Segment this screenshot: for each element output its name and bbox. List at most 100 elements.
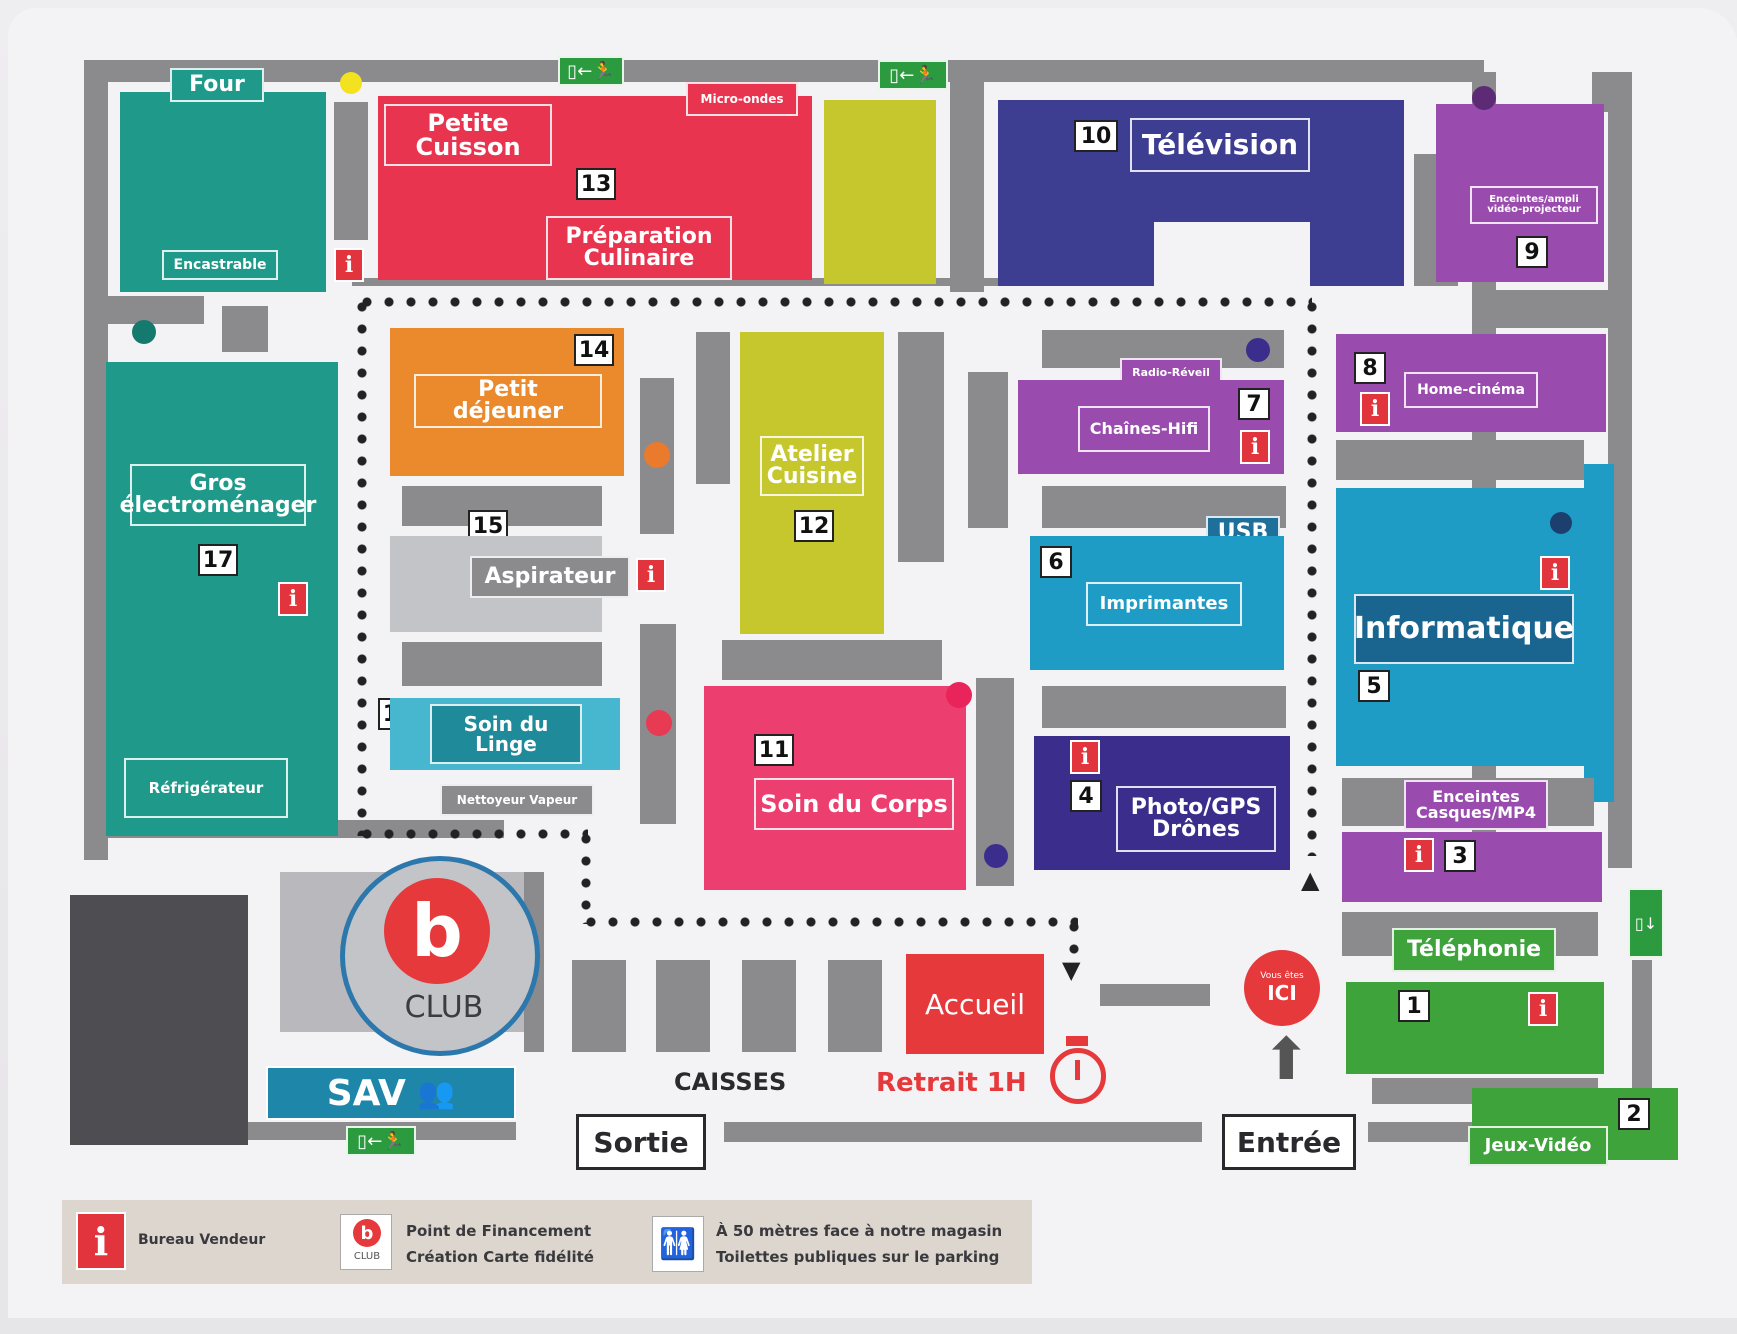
column-4 [898, 332, 944, 562]
dept-lime-top[interactable] [824, 100, 936, 284]
entree-sign[interactable]: Entrée [1222, 1114, 1356, 1170]
shelf-2 [402, 642, 602, 686]
info-icon: i [278, 582, 308, 616]
label-micro-ondes: Micro-ondes [686, 82, 798, 116]
wall-top [84, 60, 1484, 82]
legend-financement-2: Création Carte fidélité [406, 1248, 594, 1266]
legend-toilettes-1: À 50 mètres face à notre magasin [716, 1222, 1003, 1240]
number-8: 8 [1354, 352, 1386, 384]
label-preparation: Préparation Culinaire [546, 216, 732, 280]
dept-telephonie[interactable] [1346, 982, 1604, 1074]
ici-top: Vous êtes [1260, 971, 1304, 981]
info-icon: i [1404, 838, 1434, 872]
info-icon: i [1240, 430, 1270, 464]
route-bottom-left [356, 828, 588, 840]
stopwatch-top [1066, 1036, 1088, 1046]
label-four: Four [170, 68, 264, 102]
number-1: 1 [1398, 990, 1430, 1022]
accueil-text: Accueil [925, 987, 1025, 1021]
toilets-icon: 🚻 [652, 1216, 704, 1272]
label-enceintes-casques: Enceintes Casques/MP4 [1404, 780, 1548, 830]
label-informatique: Informatique [1354, 594, 1574, 664]
caisse-3 [742, 960, 796, 1052]
caisses-label: CAISSES [674, 1068, 787, 1096]
number-2: 2 [1618, 1098, 1650, 1130]
number-4: 4 [1070, 780, 1102, 812]
people-icon: 👥 [417, 1075, 456, 1111]
stopwatch-hand [1075, 1060, 1080, 1080]
club-logo-b: b [384, 878, 490, 984]
label-imprimantes: Imprimantes [1086, 582, 1242, 626]
shelf-6 [1042, 686, 1286, 728]
caisse-2 [656, 960, 710, 1052]
column-2 [696, 332, 730, 484]
accueil-block[interactable]: Accueil [906, 954, 1044, 1054]
label-home-cinema: Home-cinéma [1404, 372, 1538, 408]
column-5 [968, 372, 1008, 528]
info-icon: i [1528, 992, 1558, 1026]
caisse-4 [828, 960, 882, 1052]
wall-right-mid [1484, 290, 1624, 328]
shelf-7 [1336, 440, 1584, 480]
label-soin-corps: Soin du Corps [754, 778, 954, 830]
arrow-down-icon: ▼ [1062, 956, 1081, 984]
route-left [356, 296, 368, 836]
wall-right-lower [1632, 960, 1652, 1100]
label-chaines-hifi: Chaînes-Hifi [1078, 406, 1210, 452]
info-icon: i [334, 248, 364, 282]
wall-bottom-right [1368, 1122, 1476, 1142]
label-gros-electro: Gros électroménager [120, 464, 316, 526]
bar-near-ici [1100, 984, 1210, 1006]
stopwatch-icon [1050, 1048, 1106, 1104]
vous-etes-ici: Vous êtes ICI [1244, 950, 1320, 1026]
legend-financement-1: Point de Financement [406, 1222, 592, 1240]
label-soin-linge: Soin du Linge [430, 704, 582, 764]
label-photo-gps: Photo/GPS Drônes [1116, 786, 1276, 852]
caisse-1 [572, 960, 626, 1052]
label-petit-dejeuner: Petit déjeuner [414, 374, 602, 428]
label-petite-cuisson: Petite Cuisson [384, 104, 552, 166]
red-dot [646, 710, 672, 736]
wall-right-tv-pillar [950, 82, 984, 292]
exit-sign-icon: ▯←🏃 [878, 60, 948, 90]
number-12: 12 [794, 510, 834, 542]
route-top [356, 296, 1312, 308]
info-icon: i [1540, 556, 1570, 590]
number-14: 14 [574, 334, 614, 366]
route-right [1306, 296, 1318, 856]
legend-club-icon: b CLUB [340, 1214, 392, 1270]
club-logo-icon: b [353, 1219, 381, 1247]
wall-below-four [108, 296, 204, 324]
arrow-up-icon: ▲ [1301, 866, 1320, 894]
wall-top-strip [352, 278, 1002, 286]
sortie-sign[interactable]: Sortie [576, 1114, 706, 1170]
number-5: 5 [1358, 670, 1390, 702]
informatique-ext [1584, 464, 1614, 802]
exit-sign-icon: ▯←🏃 [346, 1126, 416, 1156]
ici-main: ICI [1267, 981, 1297, 1005]
sav-block[interactable]: SAV 👥 [266, 1066, 516, 1120]
exit-sign-icon: ▯↓ [1628, 888, 1664, 958]
info-icon: i [636, 558, 666, 592]
info-icon: i [76, 1212, 126, 1270]
legend-strip [62, 1200, 1032, 1284]
arrow-up-icon: ⬆ [1262, 1025, 1311, 1093]
tv-notch [1154, 222, 1310, 288]
navy-dot [1550, 512, 1572, 534]
teal-dot [132, 320, 156, 344]
sav-text: SAV [326, 1072, 406, 1114]
number-3: 3 [1444, 840, 1476, 872]
orange-dot [644, 442, 670, 468]
number-10: 10 [1074, 120, 1118, 152]
shelf-3 [722, 640, 942, 680]
label-telephonie: Téléphonie [1392, 928, 1556, 972]
wall-bottom-mid [724, 1122, 1202, 1142]
purple-dot [1472, 86, 1496, 110]
number-11: 11 [754, 734, 794, 766]
dark-block [70, 895, 248, 1145]
route-down [580, 828, 592, 924]
legend-bureau-vendeur: Bureau Vendeur [138, 1232, 266, 1248]
label-refrigerateur: Réfrigérateur [124, 758, 288, 818]
number-13: 13 [576, 168, 616, 200]
